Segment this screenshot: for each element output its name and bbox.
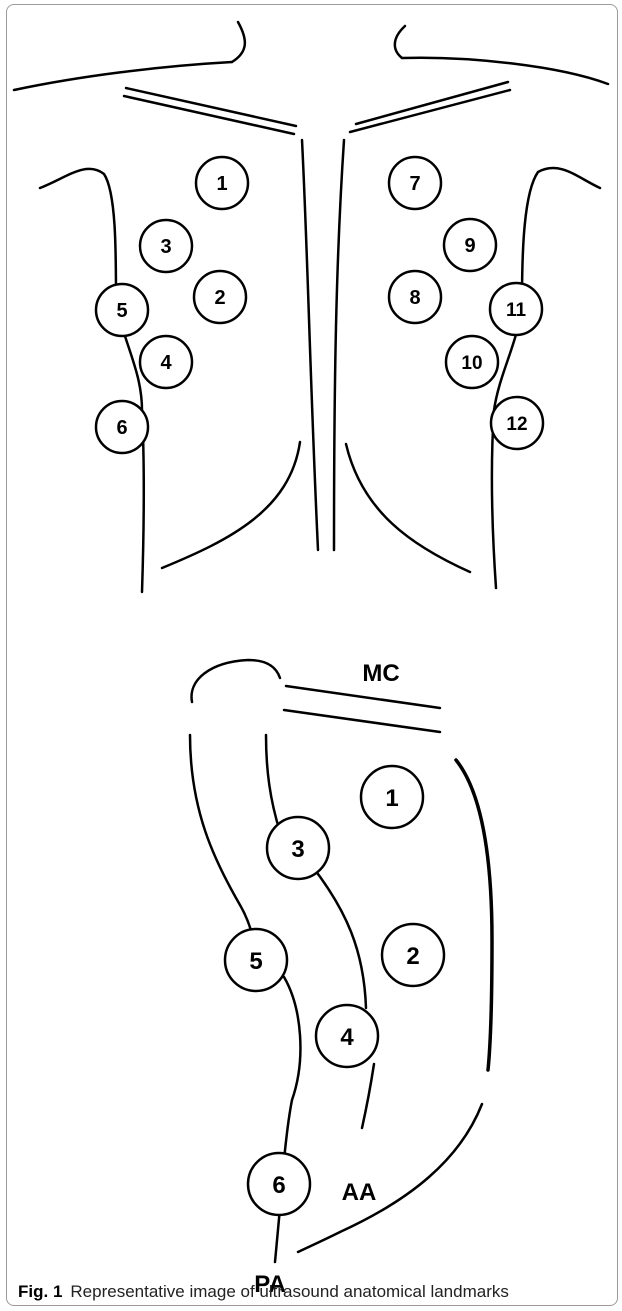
svg-text:6: 6	[116, 417, 127, 439]
front-landmark-1: 1	[194, 155, 250, 211]
posterior-axillary-end	[273, 1206, 282, 1264]
side-landmark-6: 6	[246, 1151, 312, 1217]
svg-text:2: 2	[406, 943, 419, 970]
front-torso-outline	[12, 20, 610, 594]
clavicle-left-lower	[122, 94, 296, 136]
svg-text:6: 6	[272, 1172, 285, 1199]
side-landmark-3: 3	[265, 815, 331, 881]
anterior-body-line	[454, 758, 494, 1072]
svg-text:2: 2	[214, 287, 225, 309]
posterior-axillary-lower	[282, 975, 302, 1162]
costal-curve-side	[296, 1102, 484, 1254]
label-aa: AA	[342, 1179, 377, 1206]
svg-text:4: 4	[340, 1024, 354, 1051]
svg-text:3: 3	[291, 836, 304, 863]
sternum-left-line	[300, 138, 320, 552]
mid-clavicle-upper	[284, 684, 442, 710]
costal-margin-right	[344, 442, 472, 574]
clavicle-right-lower	[348, 88, 512, 134]
svg-text:1: 1	[216, 173, 227, 195]
svg-text:5: 5	[249, 948, 262, 975]
svg-text:4: 4	[160, 352, 172, 374]
sternum-right-line	[332, 138, 346, 552]
front-landmark-5: 5	[94, 282, 150, 338]
costal-margin-left	[160, 440, 302, 570]
figure-label: Fig. 1	[18, 1282, 63, 1301]
label-mc: MC	[362, 660, 399, 687]
svg-text:5: 5	[116, 300, 127, 322]
front-landmark-7: 7	[387, 155, 443, 211]
clavicle-left-upper	[124, 86, 298, 128]
neck-left-line	[230, 20, 246, 64]
side-landmark-2: 2	[380, 922, 446, 988]
front-landmark-11: 11	[488, 281, 544, 337]
front-landmark-8: 8	[387, 269, 443, 325]
armpit-right-line	[490, 166, 602, 590]
side-landmark-5: 5	[223, 927, 289, 993]
anterior-axillary-mid	[310, 864, 368, 1010]
front-landmark-6: 6	[94, 399, 150, 455]
side-landmark-4: 4	[314, 1003, 380, 1069]
shoulder-left-line	[12, 60, 234, 92]
front-landmark-3: 3	[138, 218, 194, 274]
front-landmark-2: 2	[192, 269, 248, 325]
figure-caption: Fig. 1 Representative image of ultrasound…	[18, 1282, 618, 1306]
label-pa: PA	[254, 1271, 286, 1298]
svg-text:1: 1	[385, 785, 398, 812]
front-landmark-9: 9	[442, 217, 498, 273]
svg-text:11: 11	[506, 300, 527, 321]
svg-text:3: 3	[160, 236, 171, 258]
front-landmark-4: 4	[138, 334, 194, 390]
svg-text:9: 9	[464, 235, 475, 257]
svg-text:10: 10	[461, 353, 482, 374]
svg-text:12: 12	[506, 414, 527, 435]
posterior-axillary-line	[188, 733, 258, 952]
side-landmark-1: 1	[359, 764, 425, 830]
svg-text:8: 8	[409, 287, 420, 309]
figure-caption-text: Representative image of ultrasound anato…	[70, 1282, 509, 1301]
front-landmark-12: 12	[489, 395, 545, 451]
anterior-axillary-line	[264, 733, 282, 834]
svg-text:7: 7	[409, 173, 420, 195]
neck-right-line	[393, 24, 407, 60]
shoulder-top-line	[190, 658, 282, 704]
armpit-left-line	[38, 167, 146, 594]
clavicle-right-upper	[354, 80, 510, 126]
mid-clavicle-lower	[282, 708, 442, 734]
front-landmark-10: 10	[444, 334, 500, 390]
shoulder-right-line	[400, 56, 610, 86]
figure-frame	[6, 4, 618, 1306]
anterior-axillary-lower	[360, 1062, 376, 1130]
